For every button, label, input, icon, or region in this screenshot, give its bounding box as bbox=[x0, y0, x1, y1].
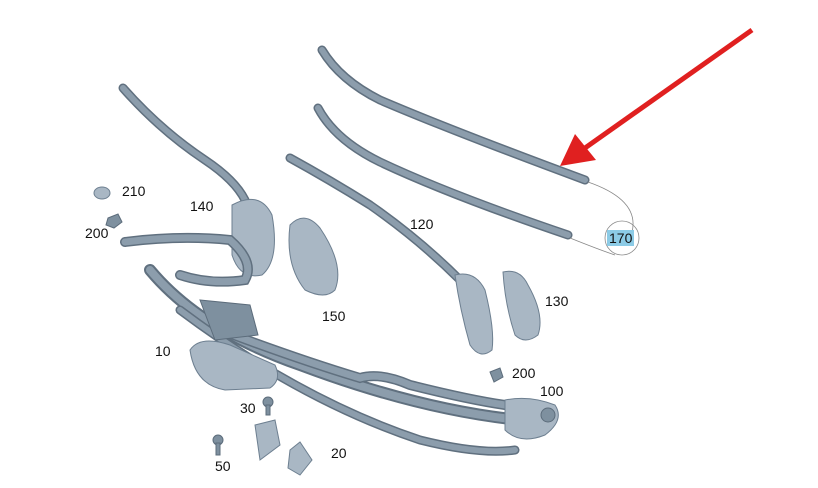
callout-20: 20 bbox=[331, 445, 347, 461]
nut-200b bbox=[489, 367, 504, 383]
part-210 bbox=[93, 186, 111, 200]
bracket-20 bbox=[287, 441, 313, 476]
nut-200 bbox=[105, 213, 123, 229]
bolt-50 bbox=[212, 434, 224, 456]
callout-bracket bbox=[569, 181, 634, 256]
callout-10: 10 bbox=[155, 343, 171, 359]
callout-150: 150 bbox=[322, 308, 346, 324]
wiper-blade-lower bbox=[313, 103, 573, 240]
callout-130: 130 bbox=[545, 293, 569, 309]
wiper-linkage-10 bbox=[120, 232, 559, 456]
callout-200: 200 bbox=[85, 225, 109, 241]
callout-170-highlighted: 170 bbox=[607, 230, 635, 246]
bracket bbox=[254, 419, 281, 461]
wiper-blade-upper bbox=[317, 45, 590, 185]
callout-50: 50 bbox=[215, 458, 231, 474]
callout-circle bbox=[604, 220, 640, 256]
bolt-30 bbox=[262, 396, 274, 416]
cover-150 bbox=[288, 217, 339, 296]
cover-130 bbox=[502, 270, 541, 341]
callout-100: 100 bbox=[540, 383, 564, 399]
callout-210: 210 bbox=[122, 183, 146, 199]
wiper-arm-left bbox=[118, 83, 275, 277]
wiper-arm-right bbox=[285, 153, 494, 355]
red-arrow-indicator bbox=[560, 27, 754, 166]
callout-200b: 200 bbox=[512, 365, 536, 381]
callout-120: 120 bbox=[410, 216, 434, 232]
callout-140: 140 bbox=[190, 198, 214, 214]
callout-30: 30 bbox=[240, 400, 256, 416]
